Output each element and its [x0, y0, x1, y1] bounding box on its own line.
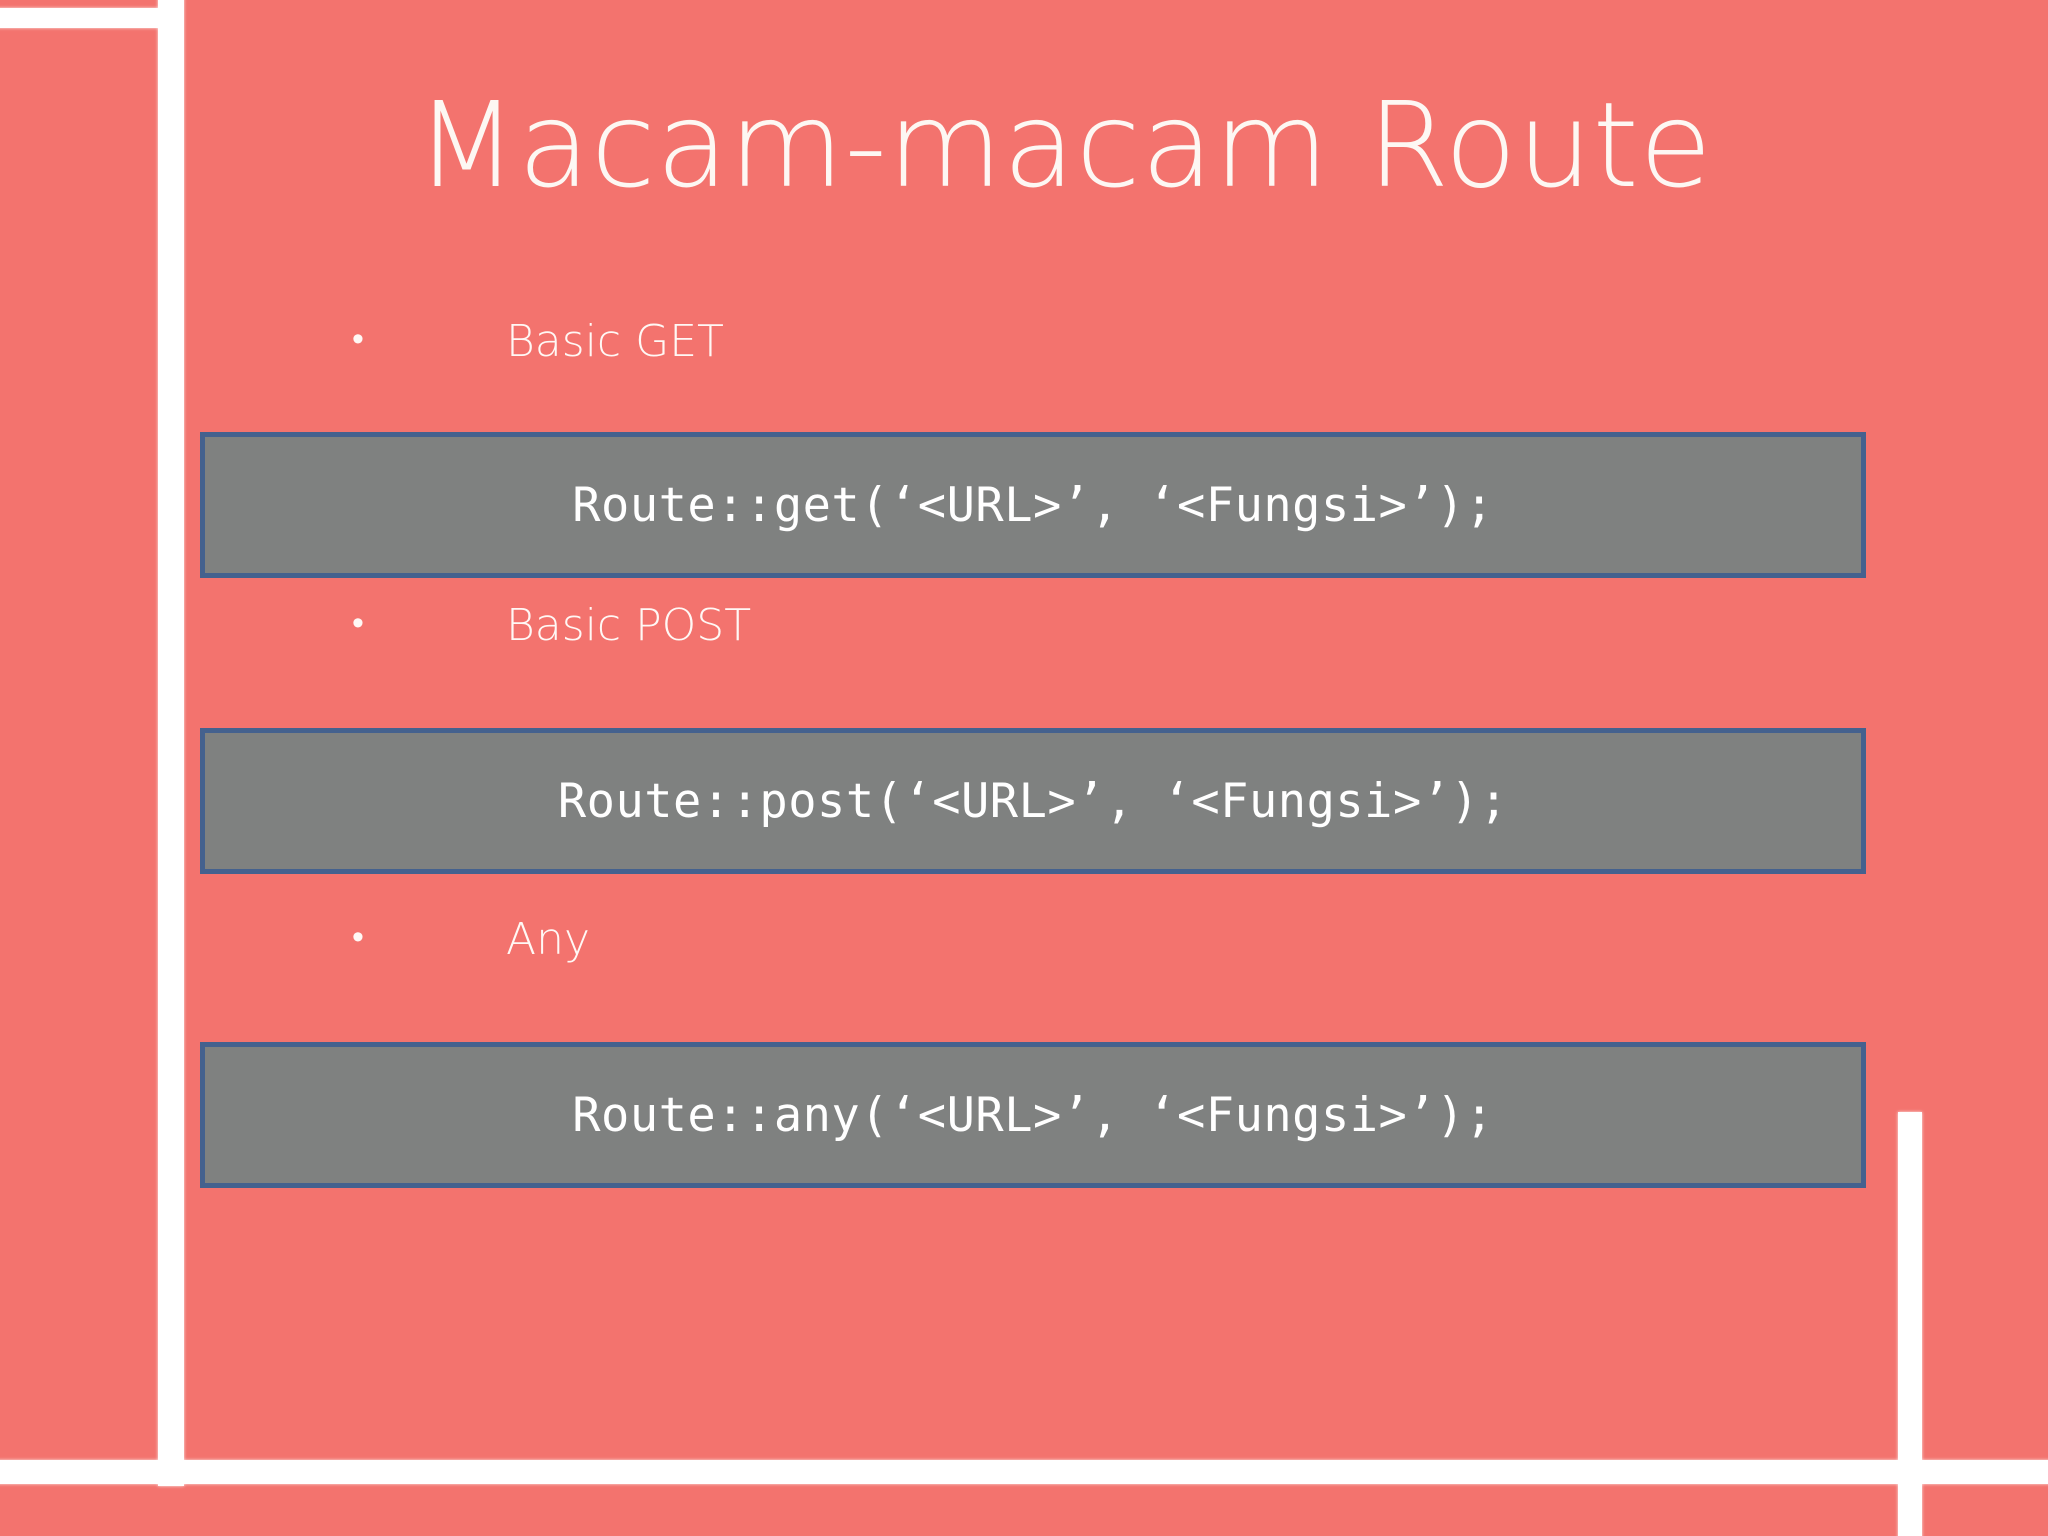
bullet-label: Basic POST — [506, 600, 752, 651]
slide-title: Macam-macam Route — [415, 76, 1713, 214]
bullet-label: Any — [506, 914, 591, 965]
code-box-any: Route::any(‘<URL>’, ‘<Fungsi>’); — [200, 1042, 1866, 1188]
frame-line-vertical-right — [1898, 1112, 1922, 1536]
slide-body: • Basic GET Route::get(‘<URL>’, ‘<Fungsi… — [200, 320, 1868, 1188]
frame-line-vertical-left — [158, 0, 184, 1486]
code-box-get: Route::get(‘<URL>’, ‘<Fungsi>’); — [200, 432, 1866, 578]
bullet-label: Basic GET — [506, 316, 724, 367]
bullet-item-any: • Any — [200, 918, 1868, 996]
frame-line-top-left — [0, 8, 170, 28]
bullet-dot-icon: • — [352, 603, 364, 643]
bullet-item-basic-get: • Basic GET — [200, 320, 1868, 398]
bullet-dot-icon: • — [352, 917, 364, 957]
code-box-post: Route::post(‘<URL>’, ‘<Fungsi>’); — [200, 728, 1866, 874]
frame-line-bottom — [0, 1460, 2048, 1484]
bullet-item-basic-post: • Basic POST — [200, 604, 1868, 682]
bullet-dot-icon: • — [352, 319, 364, 359]
